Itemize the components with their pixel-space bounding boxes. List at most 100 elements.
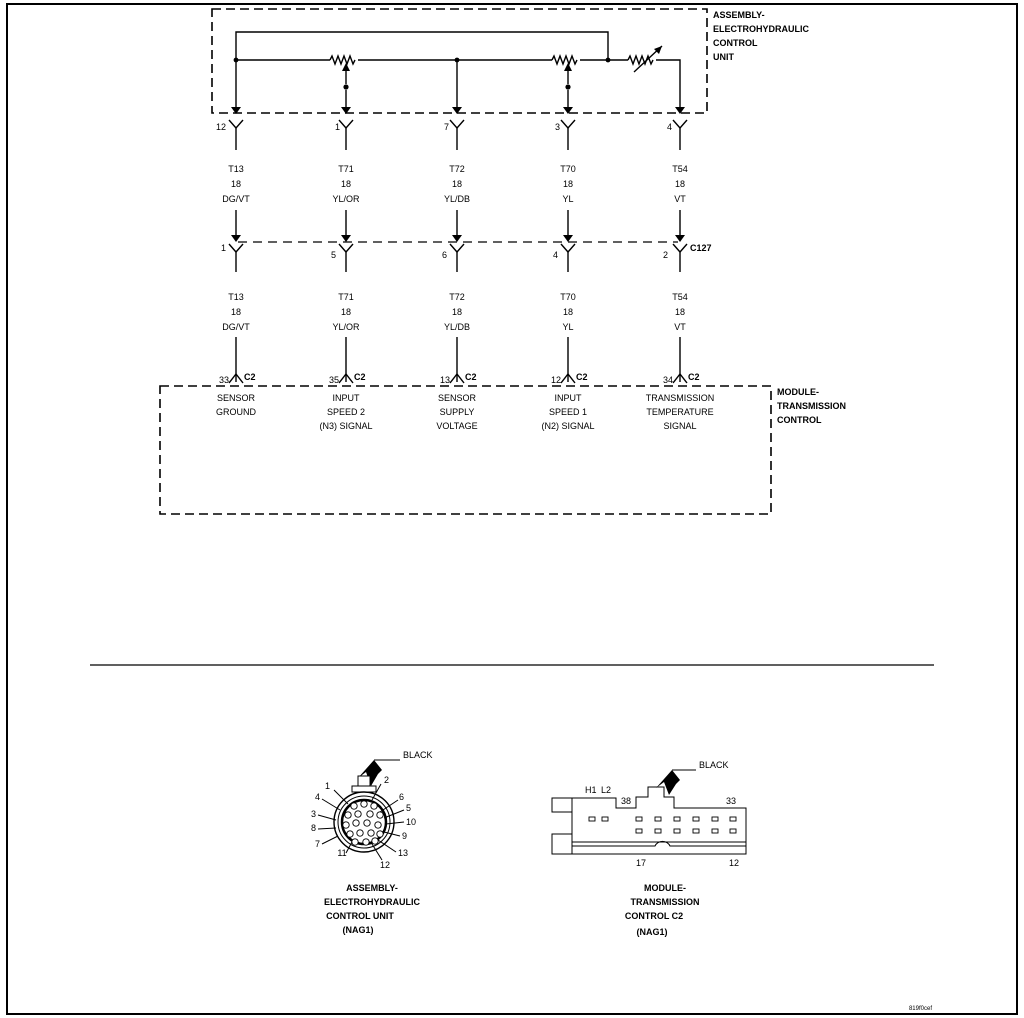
function-line-2: SPEED 1 [549, 407, 587, 417]
function-line-2: SUPPLY [440, 407, 475, 417]
round-caption-line-3: CONTROL UNIT [326, 911, 394, 921]
wire-gauge-label: 18 [231, 179, 241, 189]
thermistor-icon [627, 54, 654, 66]
tcm-pin-label: 35 [329, 375, 339, 385]
mid-pin-label: 2 [663, 250, 668, 260]
tcm-pin-label: 33 [219, 375, 229, 385]
round-pin-label: 8 [311, 823, 316, 833]
round-pin-label: 13 [398, 848, 408, 858]
round-pin-label: 6 [399, 792, 404, 802]
tcm-connector-label: C2 [244, 372, 256, 382]
wire-color-label: VT [674, 322, 686, 332]
wire-id-label: T54 [672, 292, 688, 302]
tcm-pin-label: 13 [440, 375, 450, 385]
function-line-1: SENSOR [217, 393, 256, 403]
top-pin-label: 3 [555, 122, 560, 132]
module-title-line-2: TRANSMISSION [777, 401, 846, 411]
wire-id-label: T13 [228, 164, 244, 174]
tcm-connector-label: C2 [465, 372, 477, 382]
unit-title-line-2: ELECTROHYDRAULIC [713, 24, 809, 34]
mid-pin-label: 6 [442, 250, 447, 260]
wire-color-label: YL [562, 322, 573, 332]
function-line-2: SPEED 2 [327, 407, 365, 417]
wire-id-label: T54 [672, 164, 688, 174]
tcm-connector-label: C2 [354, 372, 366, 382]
module-title-line-1: MODULE- [777, 387, 819, 397]
wire-gauge-label: 18 [563, 179, 573, 189]
rect-caption-line-1: MODULE- [644, 883, 686, 893]
module-outline [159, 385, 772, 515]
function-line-2: TEMPERATURE [646, 407, 713, 417]
function-line-1: TRANSMISSION [646, 393, 715, 403]
circuit-column: 3 T70 18 YL 4 T70 18 YL 12 C2 INPUT SPEE… [541, 119, 595, 431]
round-pin-label: 2 [384, 775, 389, 785]
rect-connector-view: BLACK H1 L2 38 33 17 12 MODULE- TRANSMIS… [551, 760, 747, 937]
wire-gauge-label: 18 [231, 307, 241, 317]
round-connector-view: BLACK 1 2 4 6 5 3 10 8 9 7 13 11 [311, 750, 433, 935]
tcm-connector-label: C2 [688, 372, 700, 382]
page-frame [6, 3, 1018, 1015]
round-connector-color-label: BLACK [403, 750, 433, 760]
c127-label: C127 [690, 243, 712, 253]
round-pin-label: 1 [325, 781, 330, 791]
round-pin-label: 11 [337, 848, 346, 858]
wire-id-label: T13 [228, 292, 244, 302]
mid-pin-label: 5 [331, 250, 336, 260]
wire-gauge-label: 18 [675, 179, 685, 189]
rect-connector-label: 17 [636, 858, 646, 868]
unit-title-line-3: CONTROL [713, 38, 758, 48]
wire-gauge-label: 18 [563, 307, 573, 317]
module-title-line-3: CONTROL [777, 415, 822, 425]
wire-gauge-label: 18 [341, 179, 351, 189]
round-caption-line-2: ELECTROHYDRAULIC [324, 897, 420, 907]
wire-id-label: T72 [449, 292, 465, 302]
wire-id-label: T71 [338, 292, 354, 302]
top-pin-label: 1 [335, 122, 340, 132]
electrohydraulic-unit-outline [211, 8, 708, 114]
tcm-pin-label: 34 [663, 375, 673, 385]
wire-id-label: T72 [449, 164, 465, 174]
wire-color-label: VT [674, 194, 686, 204]
rect-caption-line-3: CONTROL C2 [625, 911, 683, 921]
circuit-column: 1 T71 18 YL/OR 5 T71 18 YL/OR 35 C2 INPU… [319, 119, 373, 431]
top-pin-label: 4 [667, 122, 672, 132]
wire-color-label: YL/OR [332, 194, 360, 204]
rect-connector-color-label: BLACK [699, 760, 729, 770]
unit-title-line-1: ASSEMBLY- [713, 10, 765, 20]
wire-id-label: T71 [338, 164, 354, 174]
wire-id-label: T70 [560, 164, 576, 174]
function-line-3: VOLTAGE [436, 421, 477, 431]
circuit-column: 4 T54 18 VT 2 T54 18 VT 34 C2 TRANSMISSI… [646, 119, 715, 431]
mid-pin-label: 4 [553, 250, 558, 260]
figure-id: 819f0cef [909, 1006, 932, 1012]
wire-color-label: DG/VT [222, 194, 250, 204]
function-line-2: GROUND [216, 407, 256, 417]
function-line-3: (N2) SIGNAL [541, 421, 594, 431]
wire-gauge-label: 18 [341, 307, 351, 317]
round-caption-line-4: (NAG1) [343, 925, 374, 935]
function-line-3: SIGNAL [663, 421, 696, 431]
tcm-connector-label: C2 [576, 372, 588, 382]
round-caption-line-1: ASSEMBLY- [346, 883, 398, 893]
round-pin-label: 10 [406, 817, 416, 827]
rect-connector-label: 33 [726, 796, 736, 806]
rect-caption-line-2: TRANSMISSION [630, 897, 699, 907]
round-pin-label: 7 [315, 839, 320, 849]
pointer-arrow-icon [358, 760, 382, 786]
wire-gauge-label: 18 [452, 307, 462, 317]
electrohydraulic-unit: ASSEMBLY- ELECTROHYDRAULIC CONTROL UNIT [211, 8, 809, 114]
rect-connector-label: 12 [729, 858, 739, 868]
function-line-1: INPUT [555, 393, 583, 403]
round-pin-label: 9 [402, 831, 407, 841]
wire-id-label: T70 [560, 292, 576, 302]
rect-connector-label: 38 [621, 796, 631, 806]
pointer-arrow-icon [656, 770, 680, 795]
function-line-1: SENSOR [438, 393, 477, 403]
circuit-column: 12 T13 18 DG/VT 1 T13 18 DG/VT 33 C2 SEN… [216, 119, 256, 417]
wire-color-label: YL/OR [332, 322, 360, 332]
function-line-1: INPUT [333, 393, 361, 403]
wire-color-label: DG/VT [222, 322, 250, 332]
wire-gauge-label: 18 [675, 307, 685, 317]
wire-color-label: YL/DB [444, 322, 470, 332]
